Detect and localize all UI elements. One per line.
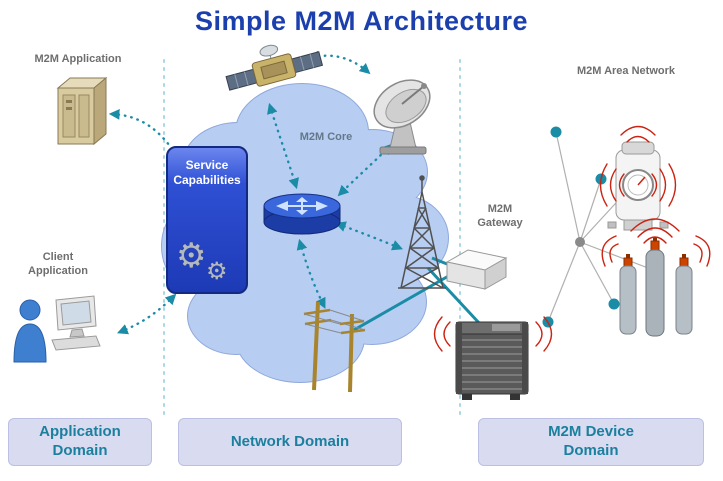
client-computer-icon <box>13 295 101 363</box>
m2m-gateway-label: M2M Gateway <box>477 203 523 230</box>
water-meter-icon <box>607 141 669 231</box>
sensor-node-dot <box>608 298 620 310</box>
page-title: Simple M2M Architecture <box>194 6 529 36</box>
m2m-device-domain-label: M2M Device Domain <box>548 423 634 459</box>
network-hub-dot <box>575 237 585 247</box>
gear-icon: ⚙ <box>176 237 207 275</box>
sensor-node-dot <box>550 126 562 138</box>
client-application-label: Client Application <box>28 251 88 278</box>
link-router-tower <box>334 221 404 251</box>
m2m-area-network-label: M2M Area Network <box>576 65 675 77</box>
service-capabilities-label: Service Capabilities <box>173 158 241 187</box>
satellite-icon <box>225 44 324 91</box>
network-domain-box: Network Domain <box>178 418 402 466</box>
satellite-dish-icon <box>373 79 431 155</box>
link-router-poles <box>296 238 326 309</box>
m2m-core-label: M2M Core <box>299 131 353 143</box>
m2m-application-label: M2M Application <box>34 53 122 65</box>
gateway-box-icon <box>445 249 508 290</box>
link-cloud-client <box>116 293 177 335</box>
cell-tower-icon <box>398 175 446 289</box>
application-domain-box: Application Domain <box>8 418 152 466</box>
gas-bottles-icon <box>619 237 693 337</box>
wireless-signal-arcs <box>433 125 711 352</box>
gear-icon: ⚙ <box>206 258 228 285</box>
hvac-unit-icon <box>455 321 529 400</box>
service-capabilities-box: Service Capabilities ⚙ ⚙ <box>166 146 248 294</box>
power-poles-icon <box>303 301 366 393</box>
server-icon <box>56 76 108 146</box>
network-domain-label: Network Domain <box>230 432 350 450</box>
line-tower-hvac <box>426 266 482 326</box>
m2m-device-domain-box: M2M Device Domain <box>478 418 704 466</box>
application-domain-label: Application Domain <box>39 423 121 459</box>
router-icon <box>263 193 341 235</box>
